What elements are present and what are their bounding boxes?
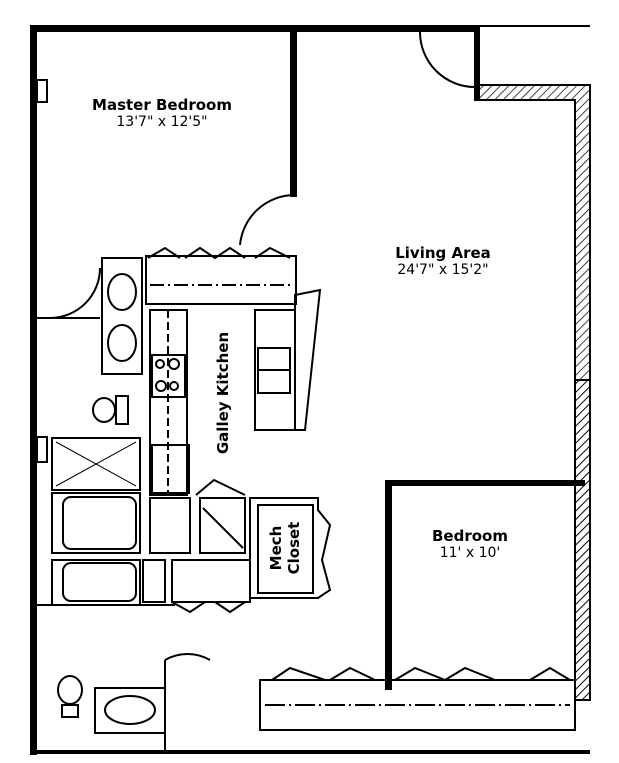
room-name: Living Area: [395, 244, 491, 262]
room-dimensions: 24'7" x 15'2": [397, 262, 489, 278]
room-dimensions: 13'7" x 12'5": [116, 114, 208, 130]
room-name: Bedroom: [432, 527, 508, 545]
mech-closet-outline: [249, 497, 332, 599]
mech-closet-label: Mech Closet: [267, 513, 303, 583]
mech-closet-line1: Mech: [267, 525, 285, 571]
bath-fixtures: [51, 257, 251, 734]
room-dimensions: 11' x 10': [439, 545, 501, 561]
outer-walls: [30, 25, 591, 755]
kitchen-fixtures: [145, 246, 322, 496]
living-area-label: Living Area 24'7" x 15'2": [343, 244, 543, 278]
closet-doors: [265, 666, 571, 706]
interior-walls: [37, 31, 585, 750]
bedroom-label: Bedroom 11' x 10': [385, 527, 555, 561]
room-name: Master Bedroom: [92, 96, 232, 114]
mech-closet-line2: Closet: [285, 521, 303, 575]
master-bedroom-label: Master Bedroom 13'7" x 12'5": [62, 96, 262, 130]
galley-kitchen-label: Galley Kitchen: [214, 331, 232, 455]
